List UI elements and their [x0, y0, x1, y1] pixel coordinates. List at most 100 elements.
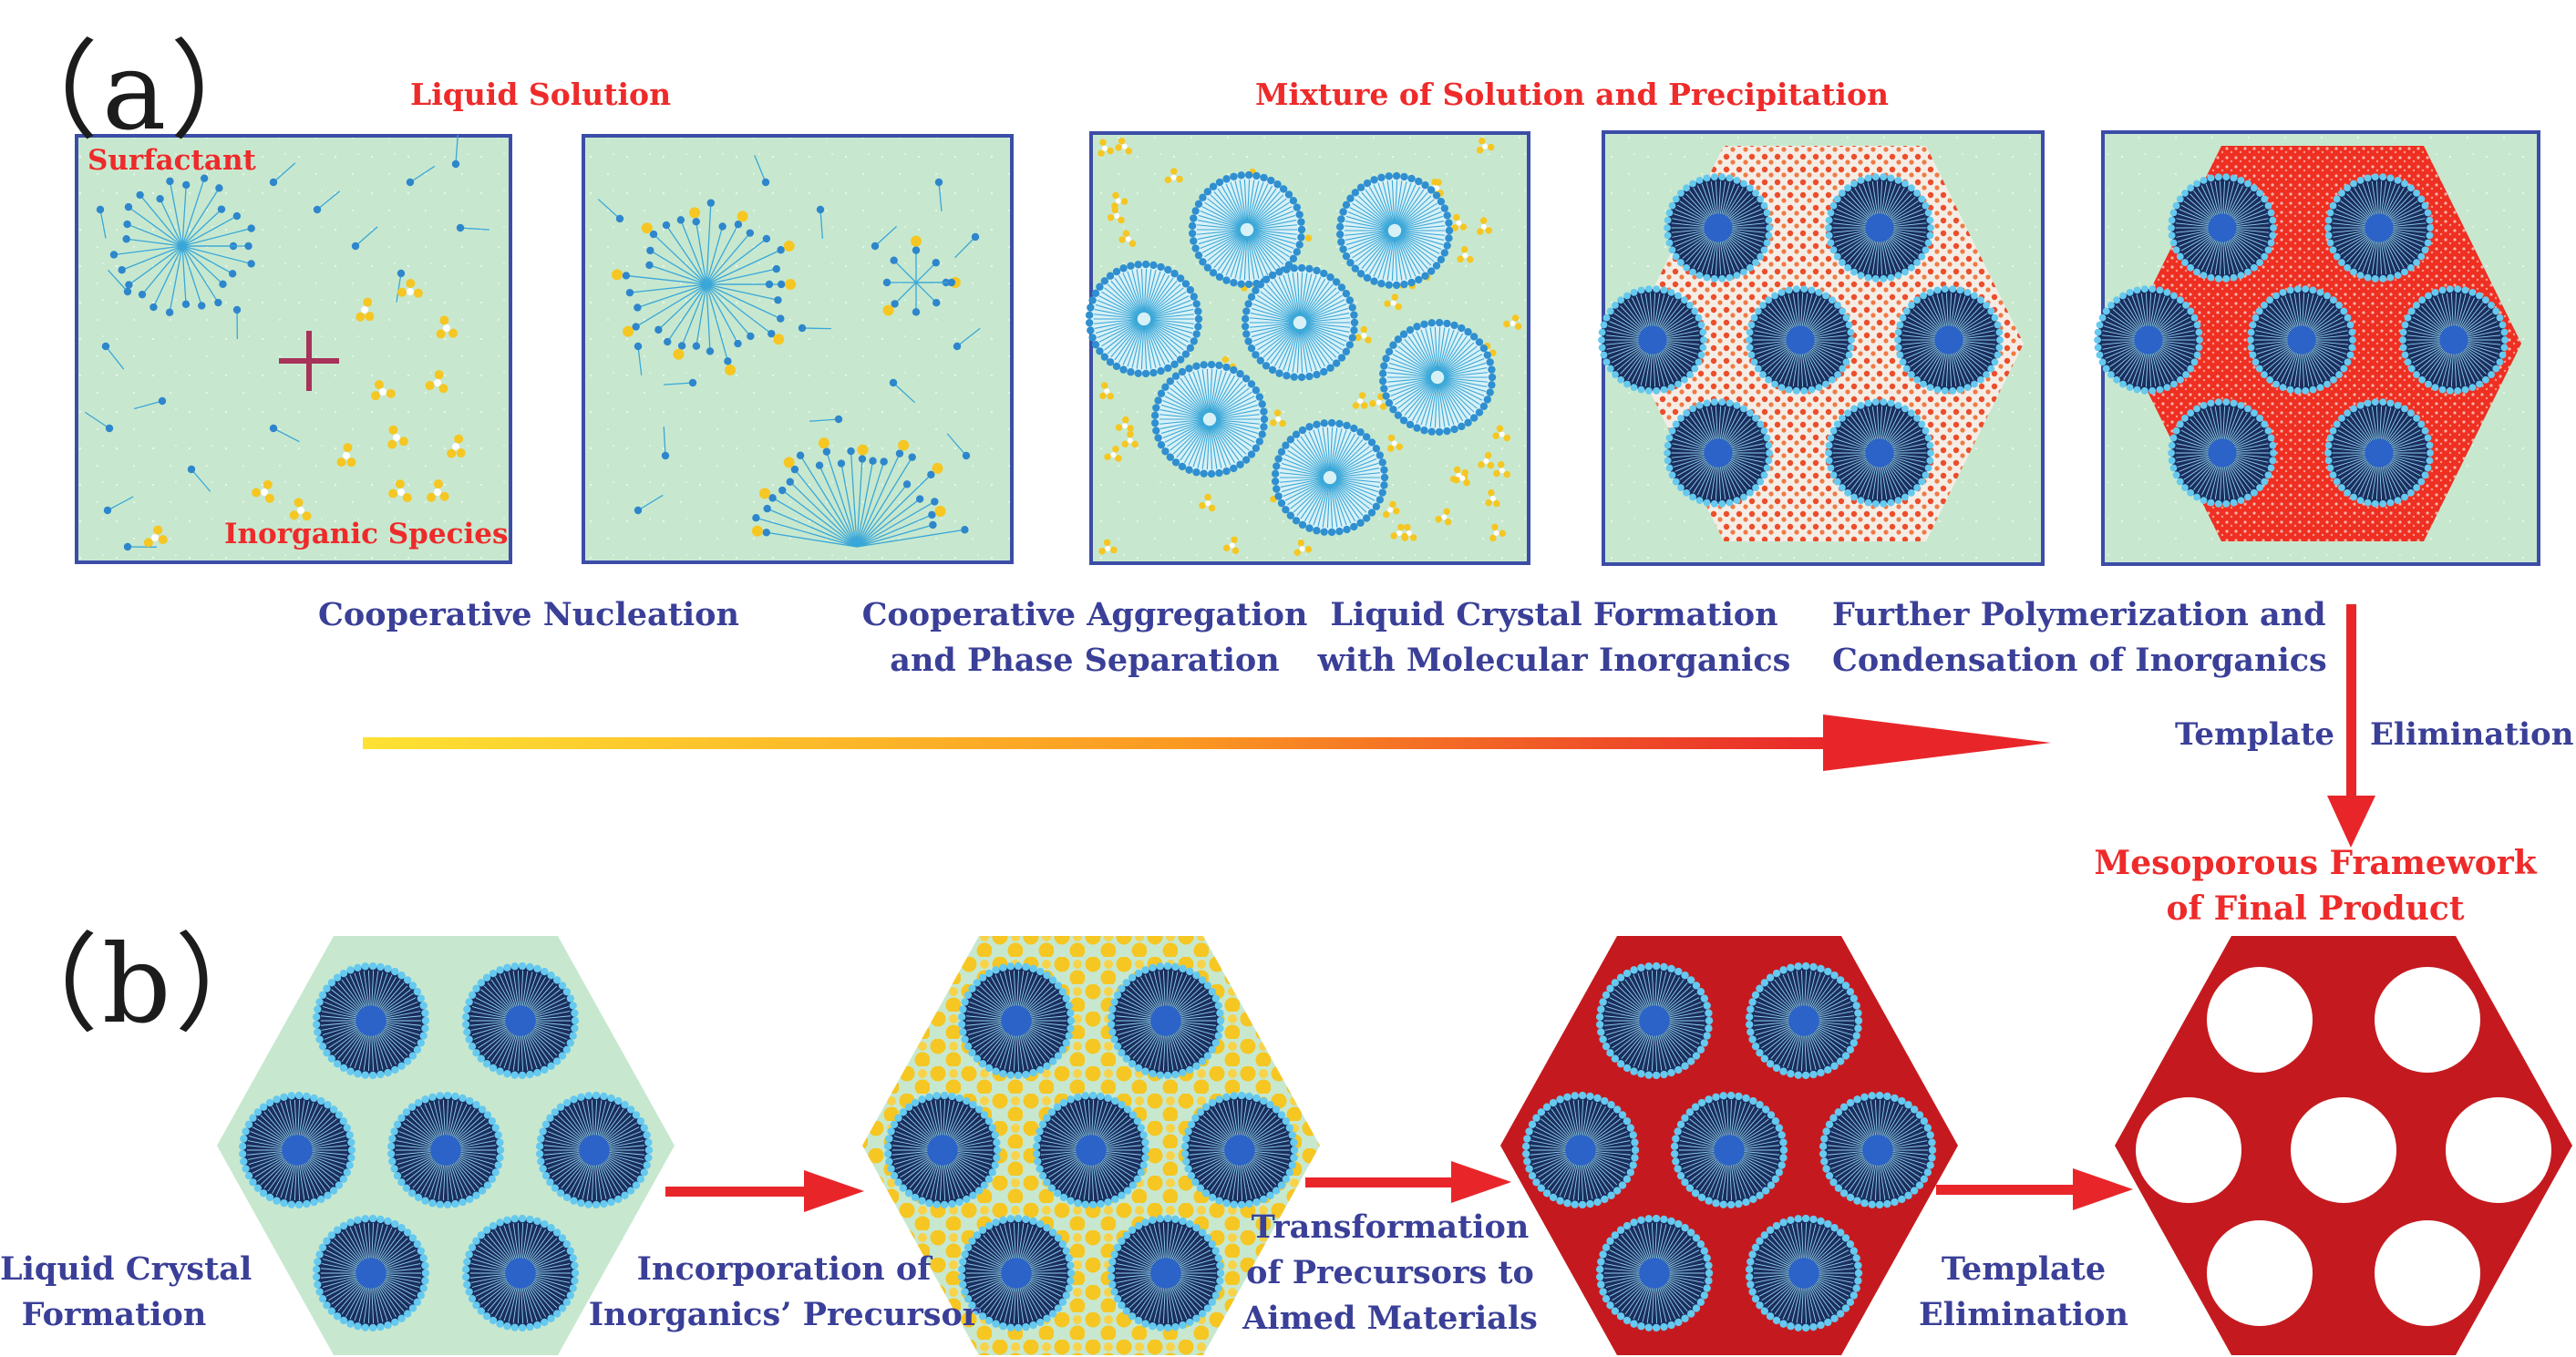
surfactant-head: [1113, 1294, 1122, 1303]
surfactant-tail: [1441, 342, 1475, 374]
surfactant-head: [1211, 994, 1221, 1002]
surfactant-head: [1924, 239, 1932, 247]
surfactant-tail: [1149, 322, 1187, 347]
surfactant-head: [259, 1103, 268, 1111]
surfactant-head: [1705, 1016, 1714, 1025]
surfactant-head: [1475, 338, 1484, 346]
surfactant-tail: [1357, 234, 1391, 266]
surfactant-head: [1293, 248, 1302, 256]
inorganic-dot: [1270, 419, 1277, 427]
surfactant-head: [1637, 1070, 1645, 1078]
surfactant-head: [407, 1189, 417, 1198]
surfactant-head: [1215, 272, 1224, 282]
surfactant-tail: [1301, 328, 1313, 372]
surfactant-head: [552, 1310, 562, 1318]
surfactant-head: [1327, 418, 1336, 427]
inorganic-dot: [1098, 547, 1106, 555]
surfactant-head: [752, 513, 760, 522]
box-liquid-solution-2: [582, 134, 1014, 564]
surfactant-tail: [706, 283, 781, 320]
surfactant-head: [468, 1294, 477, 1303]
surfactant-head: [1059, 1193, 1068, 1202]
surfactant-head: [1156, 962, 1164, 971]
surfactant-head: [2426, 457, 2434, 465]
surfactant-head: [961, 1288, 969, 1296]
surfactant-head: [1785, 386, 1793, 394]
surfactant-tail: [1335, 479, 1377, 498]
surfactant-tail: [1400, 207, 1440, 229]
surfactant-head: [1667, 384, 1675, 392]
surfactant-head: [1839, 189, 1846, 197]
surfactant-head: [1681, 971, 1689, 980]
surfactant-head: [1230, 172, 1238, 180]
surfactant-tail: [1388, 378, 1432, 393]
micelle: [2094, 285, 2203, 395]
surfactant-molecule: [456, 223, 489, 232]
surfactant-head: [1279, 185, 1288, 193]
surfactant-tail: [1170, 387, 1205, 416]
inorganic-center: [1105, 546, 1111, 552]
surfactant-tail: [316, 190, 341, 211]
surfactant-head: [1549, 1193, 1558, 1202]
micelle-core: [1786, 325, 1815, 355]
surfactant-head: [1377, 280, 1386, 288]
surfactant-head: [2193, 493, 2200, 501]
surfactant-head: [1751, 991, 1760, 1000]
surfactant-head: [1700, 1039, 1709, 1047]
surfactant-head: [2172, 427, 2180, 435]
surfactant-tail: [1101, 322, 1139, 347]
inorganic-species-dot: [1199, 493, 1216, 512]
surfactant-head: [1211, 1291, 1221, 1300]
surfactant-head: [1827, 209, 1835, 217]
surfactant-molecule: [634, 494, 664, 515]
surfactant-head: [1343, 525, 1351, 534]
surfactant-head: [1186, 1318, 1194, 1327]
surfactant-head: [1757, 478, 1765, 486]
surfactant-head: [329, 1187, 338, 1195]
surfactant-head: [397, 269, 406, 278]
surfactant-head: [1054, 1052, 1063, 1060]
surfactant-head: [2148, 386, 2157, 395]
inorganic-dot: [1111, 206, 1119, 214]
surfactant-head: [1683, 263, 1691, 272]
inorganic-dot: [397, 287, 407, 297]
inorganic-center: [407, 288, 414, 295]
surfactant-head: [1118, 984, 1126, 992]
surfactant-tail: [107, 269, 129, 293]
surfactant-head: [1822, 292, 1829, 300]
surfactant-head: [2250, 184, 2258, 192]
surfactant-head: [1924, 464, 1932, 472]
surfactant-tail: [1438, 383, 1455, 426]
surfactant-head: [929, 520, 937, 529]
surfactant-head: [928, 510, 936, 519]
surfactant-head: [2266, 296, 2274, 304]
surfactant-tail: [1206, 368, 1211, 413]
surfactant-head: [1097, 1199, 1105, 1208]
micelle-core: [282, 1135, 313, 1166]
surfactant-head: [621, 1191, 629, 1199]
surfactant-head: [1350, 522, 1358, 531]
surfactant-head: [1808, 386, 1816, 394]
surfactant-head: [984, 1316, 994, 1325]
surfactant-head: [815, 461, 824, 469]
surfactant-head: [1128, 1226, 1137, 1234]
surfactant-head: [1756, 984, 1764, 992]
inorganic-dot: [158, 535, 168, 545]
surfactant-head: [1128, 1111, 1138, 1119]
surfactant-head: [1839, 484, 1846, 492]
surfactant-head: [2249, 351, 2257, 359]
surfactant-head: [1747, 321, 1756, 329]
surfactant-head: [1407, 278, 1416, 287]
surfactant-head: [2261, 420, 2269, 428]
surfactant-head: [443, 1091, 452, 1100]
surfactant-head: [1913, 259, 1921, 267]
surfactant-head: [1779, 966, 1788, 974]
surfactant-head: [2426, 231, 2434, 240]
surfactant-head: [1215, 468, 1223, 478]
surfactant-tail: [1326, 427, 1331, 471]
surfactant-head: [2326, 209, 2334, 217]
surfactant-head: [1141, 369, 1150, 378]
surfactant-head: [899, 1108, 908, 1116]
surfactant-head: [1006, 1323, 1015, 1331]
surfactant-head: [558, 1052, 567, 1060]
